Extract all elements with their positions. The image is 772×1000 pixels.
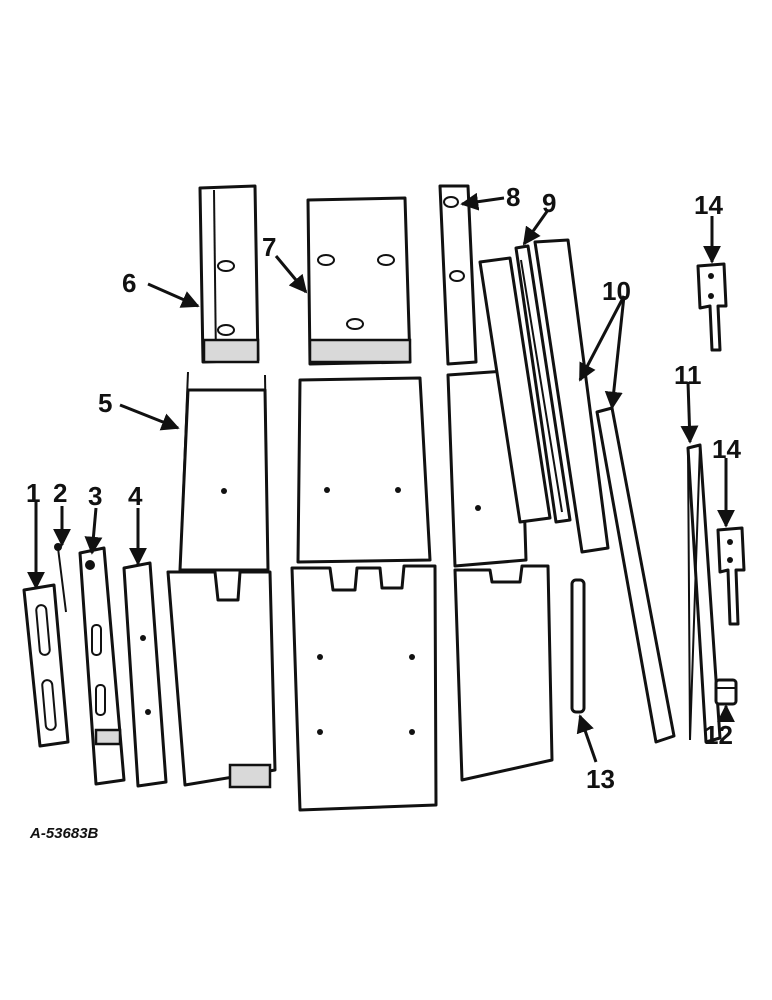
part-6-left-block (198, 184, 260, 364)
part-5-left-housing (166, 371, 277, 789)
callout-9: 9 (542, 188, 556, 218)
callout-10: 10 (602, 276, 631, 306)
callout-6: 6 (122, 268, 136, 298)
callout-4: 4 (128, 481, 143, 511)
part-8-right-block (438, 184, 478, 366)
callout-13: 13 (586, 764, 615, 794)
part-3-slotted-bar (78, 546, 126, 786)
callout-1: 1 (26, 478, 40, 508)
part-7-center-block (306, 196, 412, 366)
part-9-guide-rail (478, 244, 572, 524)
part-13-rod (570, 578, 586, 714)
callout-2: 2 (53, 478, 67, 508)
callout-12: 12 (704, 720, 733, 750)
part-11-strip (686, 443, 722, 744)
callout-3: 3 (88, 481, 102, 511)
part-12-pin (714, 678, 738, 706)
figure-reference: A-53683B (29, 825, 99, 842)
part-14-bracket-upper (696, 262, 728, 352)
callout-labels: 1 2 3 4 5 6 7 8 9 10 11 12 13 14 14 (26, 182, 741, 794)
callout-14-upper: 14 (694, 190, 723, 220)
callout-5: 5 (98, 388, 112, 418)
part-4-strip (122, 561, 168, 788)
leader-lines (27, 192, 735, 763)
callout-8: 8 (506, 182, 520, 212)
part-14-bracket-lower (716, 526, 746, 626)
center-housing (290, 376, 438, 812)
callout-7: 7 (262, 232, 276, 262)
callout-11: 11 (674, 360, 702, 390)
callout-14-lower: 14 (712, 434, 741, 464)
part-1-slotted-strip (22, 583, 70, 748)
